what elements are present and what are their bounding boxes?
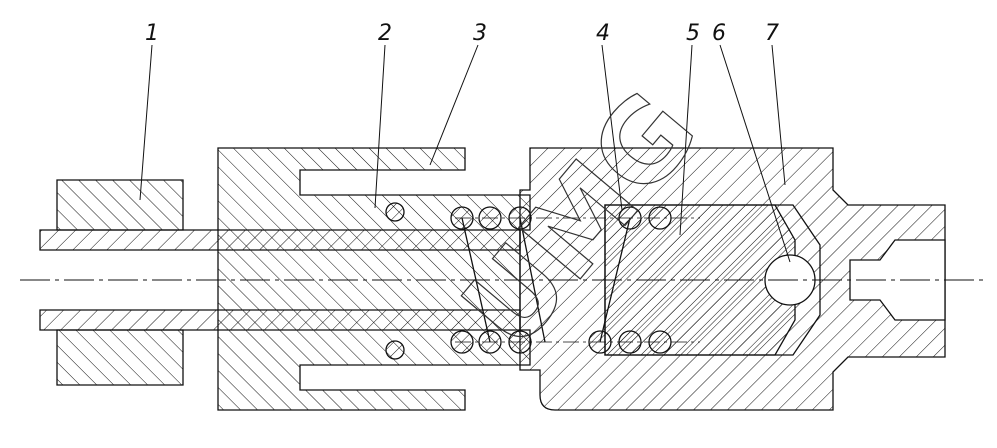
seal-ring-bottom bbox=[385, 340, 405, 360]
outlet-fitting bbox=[849, 239, 946, 321]
leader-lines bbox=[139, 44, 791, 263]
nut-part-1 bbox=[56, 179, 184, 386]
callout-1: 1 bbox=[145, 21, 159, 46]
callout-6: 6 bbox=[712, 21, 726, 46]
callout-3: 3 bbox=[473, 21, 487, 46]
tube bbox=[39, 229, 521, 331]
callout-4: 4 bbox=[596, 21, 610, 46]
callout-5: 5 bbox=[686, 21, 700, 46]
seal-ring-top bbox=[385, 202, 405, 222]
callout-2: 2 bbox=[378, 21, 392, 46]
callout-7: 7 bbox=[765, 21, 779, 46]
